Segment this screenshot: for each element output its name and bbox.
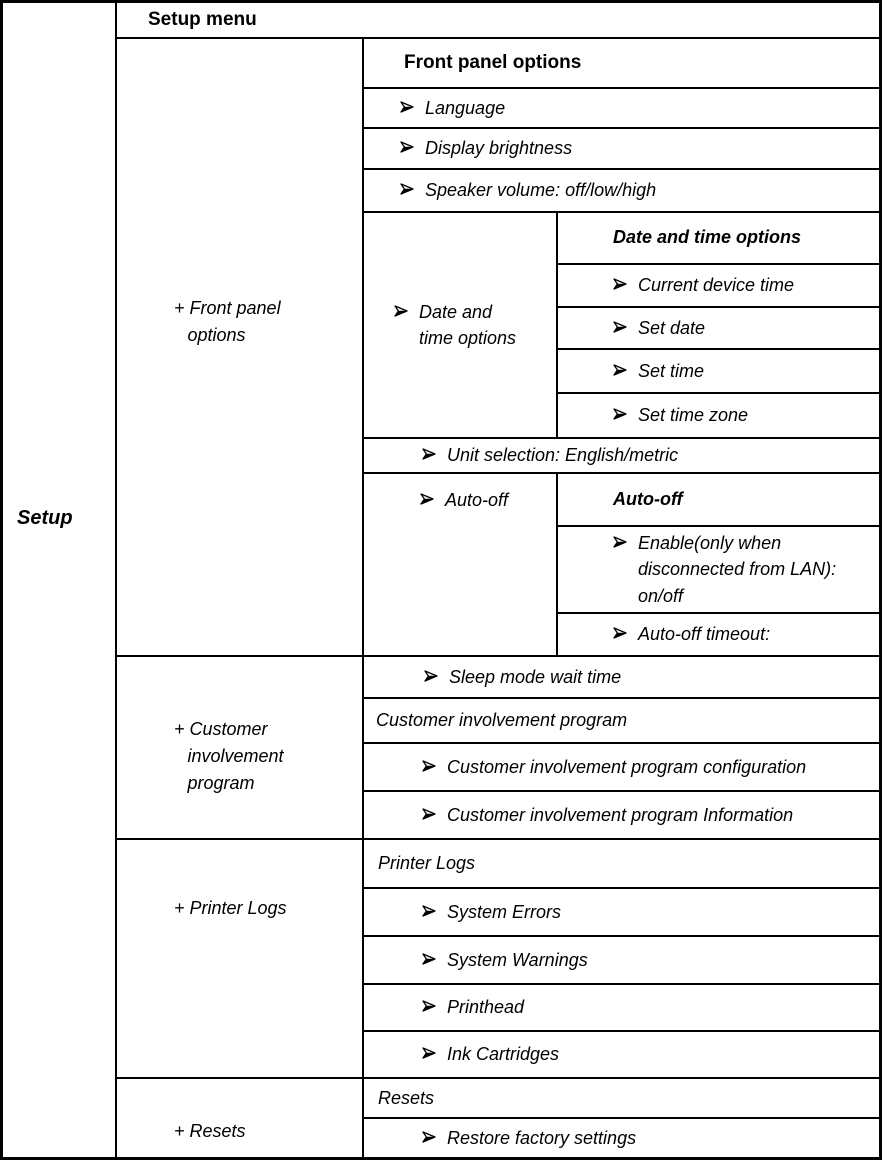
resets-header: Resets — [378, 1087, 435, 1108]
menu-item-printhead: Printhead — [364, 985, 879, 1030]
resets-header-row: Resets — [364, 1079, 879, 1117]
menu-item-label: Restore factory settings — [447, 1127, 637, 1148]
menu-item-cip-configuration: Customer involvement program configurati… — [364, 744, 879, 790]
menu-item-label: System Errors — [447, 901, 562, 922]
arrow-bullet-icon — [400, 101, 414, 113]
date-time-options-submenu: Date and time options Current device tim… — [558, 213, 879, 437]
menu-item-system-warnings: System Warnings — [364, 937, 879, 983]
menu-item-ink-cartridges: Ink Cartridges — [364, 1032, 879, 1077]
resets-submenu: Resets Restore factory settings — [364, 1079, 879, 1157]
menu-item-label: Auto-off — [445, 490, 509, 510]
menu-item-set-time: Set time — [558, 350, 879, 392]
group-customer-involvement-program-label: + Customer involvement program — [174, 719, 284, 793]
date-time-options-section: Date and time options Date and time opti… — [364, 213, 879, 437]
printer-logs-header-row: Printer Logs — [364, 840, 879, 887]
menu-item-set-time-zone: Set time zone — [558, 394, 879, 437]
group-printer-logs-label: + Printer Logs — [174, 898, 287, 918]
setup-menu-title: Setup menu — [148, 8, 257, 30]
setup-root-cell: Setup — [3, 3, 115, 1157]
arrow-bullet-icon — [613, 627, 627, 640]
group-front-panel-options-label: + Front panel options — [174, 298, 281, 345]
arrow-bullet-icon — [613, 278, 627, 291]
auto-off-header: Auto-off — [613, 488, 683, 509]
menu-item-label: Customer involvement program configurati… — [447, 756, 807, 777]
arrow-bullet-icon — [613, 536, 627, 549]
menu-item-sleep-mode-wait-time: Sleep mode wait time — [364, 657, 879, 697]
group-resets: + Resets — [117, 1079, 362, 1157]
group-front-panel-options: + Front panel options — [117, 39, 362, 655]
menu-item-auto-off-enable: Enable(only when disconnected from LAN):… — [558, 527, 879, 612]
arrow-bullet-icon — [613, 321, 627, 333]
arrow-bullet-icon — [422, 760, 436, 772]
front-panel-options-header: Front panel options — [404, 51, 582, 73]
group-resets-label: + Resets — [174, 1120, 246, 1141]
customer-involvement-program-submenu: Sleep mode wait time Customer involvemen… — [364, 657, 879, 838]
group-customer-involvement-program: + Customer involvement program — [117, 657, 362, 838]
auto-off-submenu: Auto-off Enable(only when disconnected f… — [558, 474, 879, 655]
menu-item-label: Current device time — [638, 275, 795, 296]
menu-item-display-brightness: Display brightness — [364, 129, 879, 168]
menu-item-label: Speaker volume: off/low/high — [425, 180, 657, 201]
arrow-bullet-icon — [422, 1131, 436, 1143]
arrow-bullet-icon — [422, 1000, 436, 1013]
arrow-bullet-icon — [613, 364, 627, 376]
menu-item-cip-information: Customer involvement program Information — [364, 792, 879, 838]
arrow-bullet-icon — [424, 670, 438, 682]
menu-item-label: Set time zone — [638, 405, 749, 426]
printer-logs-header: Printer Logs — [378, 853, 476, 874]
menu-item-auto-off: Auto-off — [364, 474, 556, 655]
auto-off-header-row: Auto-off — [558, 474, 879, 525]
arrow-bullet-icon — [400, 141, 414, 154]
arrow-bullet-icon — [422, 905, 436, 917]
menu-item-restore-factory-settings: Restore factory settings — [364, 1119, 879, 1157]
menu-item-date-time-options: Date and time options — [364, 213, 556, 437]
setup-menu-title-cell: Setup menu — [117, 3, 879, 37]
group-printer-logs: + Printer Logs — [117, 840, 362, 1077]
date-time-options-header-row: Date and time options — [558, 213, 879, 263]
arrow-bullet-icon — [420, 493, 434, 505]
menu-item-label: System Warnings — [447, 949, 588, 970]
menu-item-system-errors: System Errors — [364, 889, 879, 935]
menu-item-label: Set date — [638, 317, 706, 338]
arrow-bullet-icon — [422, 808, 436, 820]
menu-item-unit-selection: Unit selection: English/metric — [364, 439, 879, 472]
menu-item-label: Enable(only when disconnected from LAN):… — [638, 533, 837, 606]
menu-item-label: Printhead — [447, 997, 525, 1018]
front-panel-options-submenu: Front panel options Language Display bri… — [364, 39, 879, 655]
menu-item-speaker-volume: Speaker volume: off/low/high — [364, 170, 879, 211]
menu-item-label: Ink Cartridges — [447, 1044, 560, 1065]
menu-item-label: Language — [425, 97, 506, 118]
printer-logs-submenu: Printer Logs System Errors System Warnin… — [364, 840, 879, 1077]
menu-item-set-date: Set date — [558, 308, 879, 348]
menu-item-label: Auto-off timeout: — [638, 624, 771, 645]
arrow-bullet-icon — [613, 408, 627, 421]
arrow-bullet-icon — [422, 1047, 436, 1060]
menu-item-label: Customer involvement program Information — [447, 804, 794, 825]
menu-item-language: Language — [364, 89, 879, 127]
menu-item-label: Date and time options — [419, 301, 517, 348]
menu-item-label: Display brightness — [425, 138, 573, 159]
customer-involvement-program-header-row: Customer involvement program — [364, 699, 879, 742]
arrow-bullet-icon — [394, 305, 408, 317]
menu-item-label: Set time — [638, 360, 705, 381]
customer-involvement-program-header: Customer involvement program — [376, 710, 628, 731]
auto-off-section: Auto-off Auto-off Enable(only when disco… — [364, 474, 879, 655]
menu-item-label: Unit selection: English/metric — [447, 445, 679, 466]
front-panel-options-header-row: Front panel options — [364, 39, 879, 87]
date-time-options-header: Date and time options — [613, 227, 802, 248]
arrow-bullet-icon — [422, 448, 436, 461]
menu-item-current-device-time: Current device time — [558, 265, 879, 306]
setup-root-label: Setup — [17, 506, 73, 529]
arrow-bullet-icon — [422, 953, 436, 965]
menu-item-label: Sleep mode wait time — [449, 666, 622, 687]
menu-item-auto-off-timeout: Auto-off timeout: — [558, 614, 879, 655]
arrow-bullet-icon — [400, 183, 414, 196]
